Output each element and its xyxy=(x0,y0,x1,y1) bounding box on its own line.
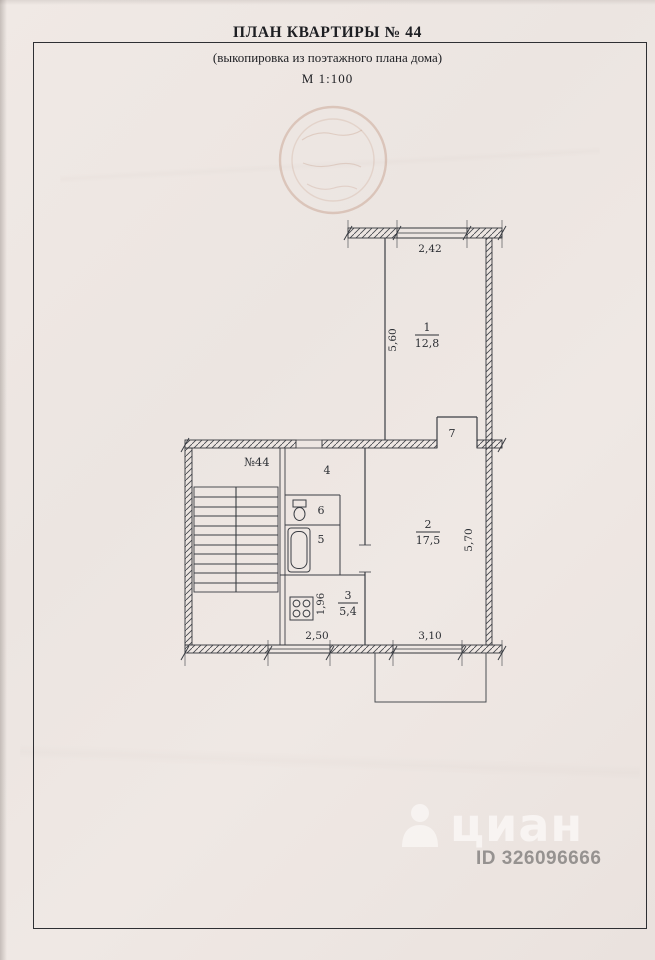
scan-edge-shadow xyxy=(0,0,7,960)
dim-top-width: 2,42 xyxy=(418,243,441,255)
exterior-walls xyxy=(184,227,503,654)
cian-logo-icon xyxy=(402,804,438,847)
cian-wordmark: циан xyxy=(450,798,584,852)
svg-text:3: 3 xyxy=(345,589,352,602)
toilet-label: 6 xyxy=(318,504,325,517)
closet-label: 7 xyxy=(449,427,456,440)
dim-kitchen-depth: 1,96 xyxy=(316,593,327,615)
scan-edge-shadow xyxy=(0,0,655,5)
balcony-outline xyxy=(374,653,487,703)
bathtub-icon xyxy=(287,527,311,573)
staircase xyxy=(193,486,279,593)
svg-text:17,5: 17,5 xyxy=(416,534,441,547)
watermark-id: ID 326096666 xyxy=(476,848,602,869)
svg-text:12,8: 12,8 xyxy=(415,337,440,350)
svg-text:2: 2 xyxy=(425,518,432,531)
toilet-icon xyxy=(292,499,307,521)
stamp-seal xyxy=(278,105,388,215)
room1-label: 1 12,8 xyxy=(415,321,440,350)
stove-icon xyxy=(289,596,314,621)
apartment-number-label: №44 xyxy=(244,455,270,469)
hall-label: 4 xyxy=(324,464,331,477)
interior-walls xyxy=(279,238,478,645)
dim-bottom-right: 3,10 xyxy=(418,630,441,642)
dimension-ticks xyxy=(180,220,507,666)
kitchen-label: 3 5,4 xyxy=(338,589,358,618)
svg-text:5,4: 5,4 xyxy=(339,605,357,618)
bathroom-label: 5 xyxy=(318,533,325,546)
dim-room2-depth: 5,70 xyxy=(463,528,475,551)
page-border xyxy=(33,42,647,929)
room2-label: 2 17,5 xyxy=(416,518,441,547)
page-subtitle: (выкопировка из поэтажного плана дома) xyxy=(212,50,443,65)
dim-room1-depth: 5,60 xyxy=(387,328,399,351)
watermark: циан ID 326096666 xyxy=(398,802,628,870)
scale-label: М 1:100 xyxy=(301,71,354,86)
page-title: ПЛАН КВАРТИРЫ № 44 xyxy=(233,24,422,41)
svg-text:1: 1 xyxy=(424,321,431,334)
dim-bottom-left: 2,50 xyxy=(305,630,328,642)
